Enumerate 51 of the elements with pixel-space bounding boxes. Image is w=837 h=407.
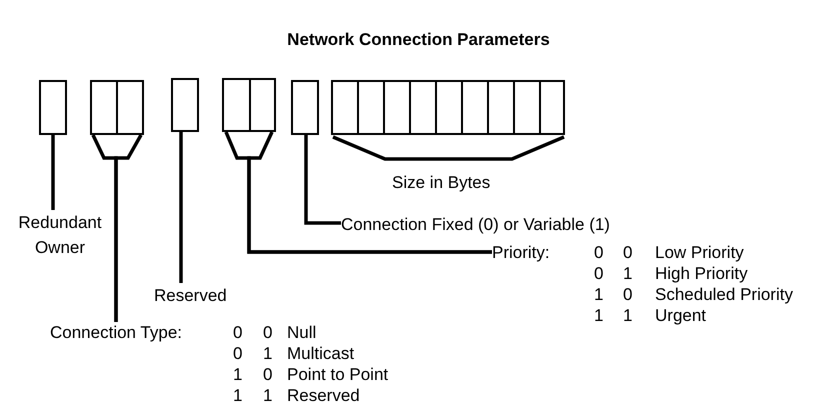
bit-box bbox=[90, 80, 118, 135]
size-label: Size in Bytes bbox=[392, 172, 490, 193]
bit-value: 1 bbox=[233, 364, 244, 385]
field-label: Connection Fixed (0) or Variable (1) bbox=[341, 215, 610, 234]
bit-value: 0 bbox=[623, 242, 634, 263]
value-meaning: Scheduled Priority bbox=[655, 284, 793, 305]
bit-value: 1 bbox=[594, 305, 604, 326]
field-label: Priority: bbox=[492, 242, 551, 263]
bit-value: 1 bbox=[623, 263, 634, 284]
bit-value: 1 bbox=[594, 284, 604, 305]
bit-value: 0 bbox=[623, 284, 634, 305]
value-meaning: Multicast bbox=[287, 343, 356, 364]
bit-value: 0 bbox=[594, 263, 604, 284]
bit-box bbox=[409, 80, 437, 135]
bit-value: 1 bbox=[623, 305, 634, 326]
leader-line bbox=[179, 132, 183, 283]
bit-value: 1 bbox=[263, 343, 274, 364]
bit-box bbox=[461, 80, 489, 135]
bit-box bbox=[357, 80, 385, 135]
bit-value: 0 bbox=[263, 364, 274, 385]
field-label: Redundant Owner bbox=[18, 213, 102, 257]
value-meaning: High Priority bbox=[655, 263, 749, 284]
bit-box bbox=[171, 78, 199, 132]
bit-value: 0 bbox=[594, 242, 604, 263]
bit-value: 0 bbox=[233, 343, 244, 364]
bit-box bbox=[39, 80, 67, 135]
bit-box bbox=[116, 80, 144, 135]
bit-value: 0 bbox=[233, 322, 244, 343]
bit-value: 1 bbox=[263, 385, 274, 406]
leader-line bbox=[114, 134, 143, 322]
bit-box bbox=[487, 80, 515, 135]
bit-box bbox=[291, 80, 319, 135]
value-meaning: Reserved bbox=[287, 385, 361, 406]
field-label: Connection Type: bbox=[50, 322, 183, 343]
bit-box bbox=[249, 78, 276, 132]
bit-value: 1 bbox=[233, 385, 244, 406]
bit-value: 0 bbox=[263, 322, 274, 343]
value-meaning: Point to Point bbox=[287, 364, 388, 385]
leader-line bbox=[304, 135, 341, 225]
bit-box bbox=[331, 80, 359, 135]
bit-box bbox=[222, 78, 251, 132]
bit-box bbox=[513, 80, 541, 135]
bit-box bbox=[383, 80, 411, 135]
leader-line bbox=[51, 135, 55, 210]
value-meaning: Urgent bbox=[655, 305, 708, 326]
field-label: Reserved bbox=[154, 286, 227, 305]
bit-box bbox=[435, 80, 463, 135]
value-meaning: Null bbox=[287, 322, 318, 343]
diagram-title: Network Connection Parameters bbox=[287, 29, 550, 51]
bit-box bbox=[539, 80, 565, 135]
value-meaning: Low Priority bbox=[655, 242, 745, 263]
